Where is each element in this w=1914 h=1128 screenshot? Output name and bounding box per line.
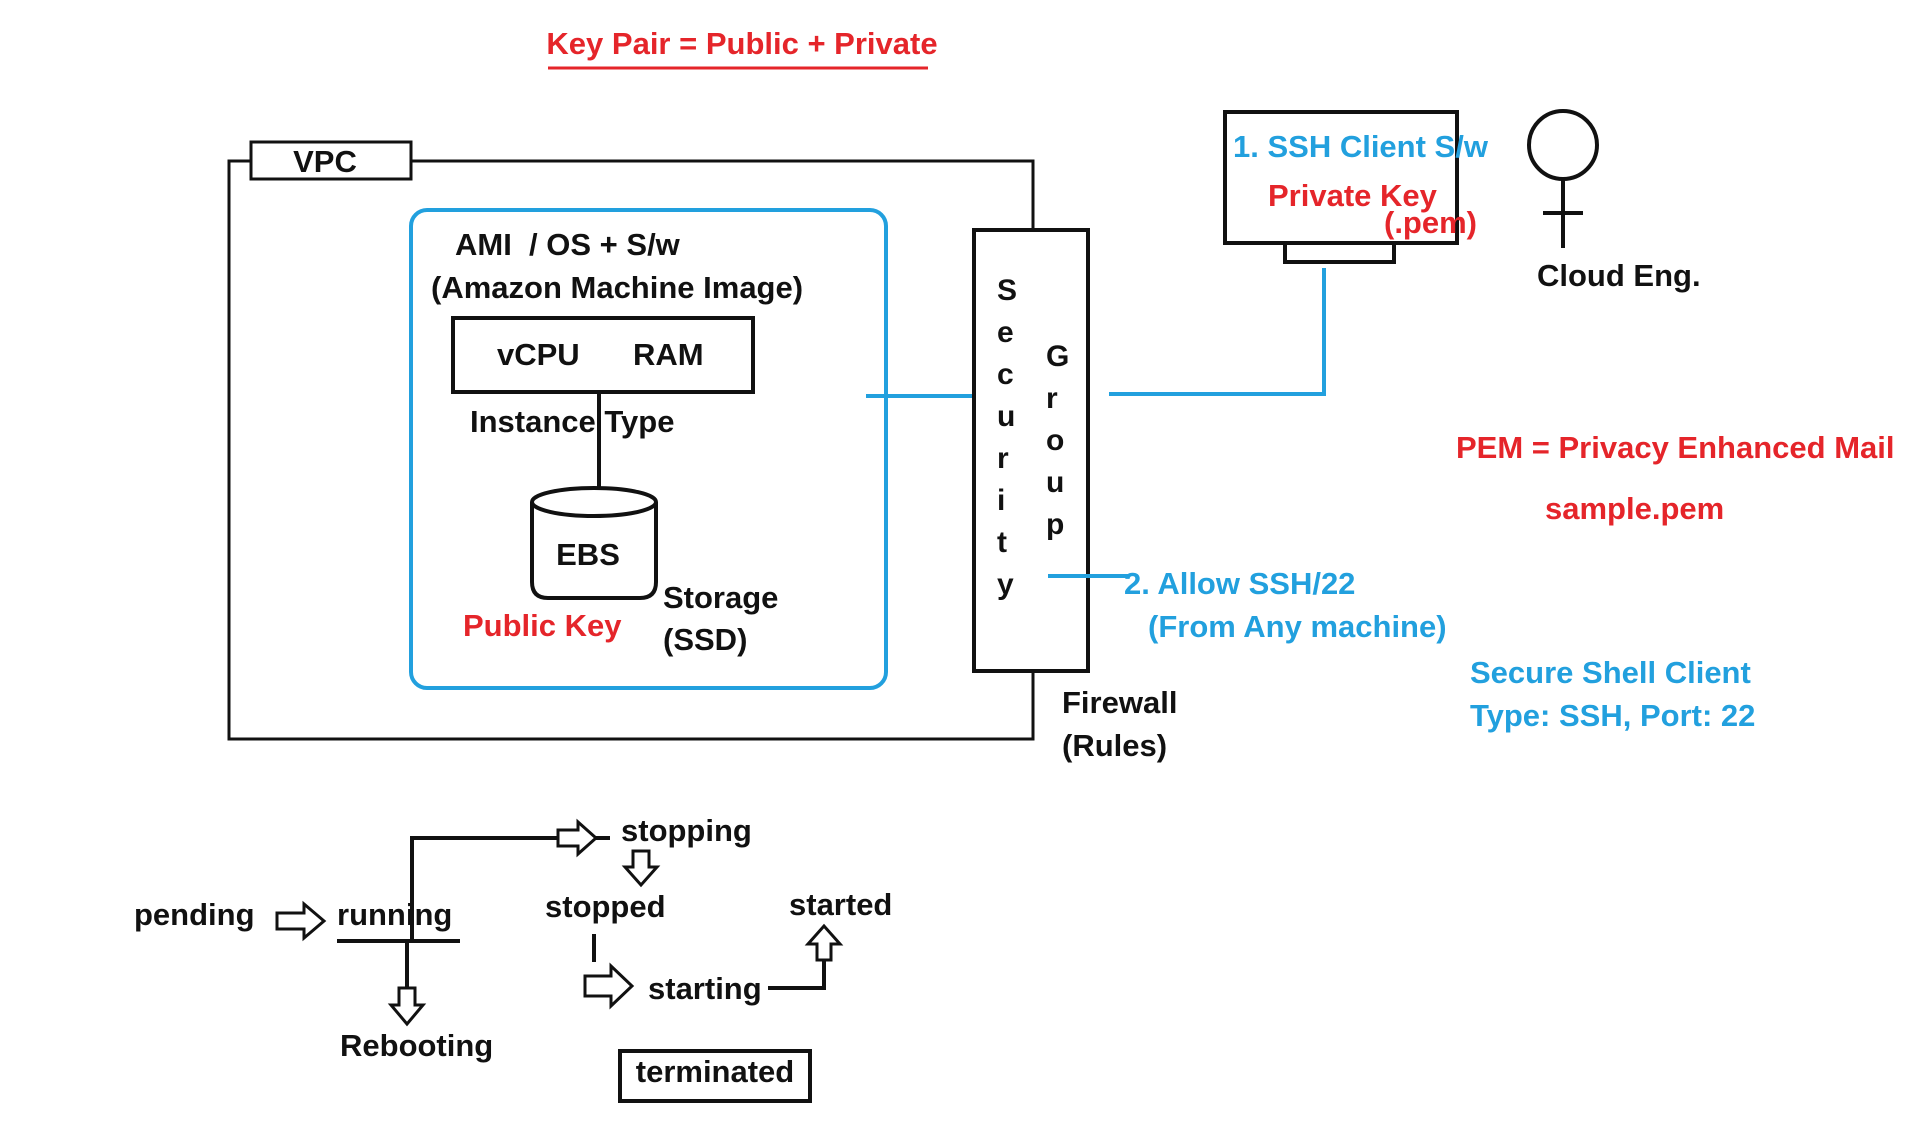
group-letters: G r o u p — [1046, 340, 1069, 541]
sg-letter: u — [997, 400, 1015, 433]
terminated-box — [618, 1049, 812, 1103]
sg-letter: y — [997, 568, 1014, 601]
ami-box — [409, 208, 888, 690]
state-running: running — [337, 897, 452, 932]
ssh-definition: Secure Shell Client — [1470, 655, 1751, 690]
security-letters: S e c u r i t y — [997, 274, 1017, 601]
sg-letter: G — [1046, 340, 1069, 373]
ram-label: RAM — [633, 337, 704, 372]
ebs-label: EBS — [556, 537, 620, 572]
firewall-label: Firewall — [1062, 685, 1177, 720]
arrow-icon — [621, 849, 661, 888]
arrow-icon — [804, 923, 844, 962]
state-stopping: stopping — [621, 813, 752, 848]
rules-label: (Rules) — [1062, 728, 1167, 763]
sg-client-connector — [1109, 268, 1326, 396]
sg-letter: e — [997, 316, 1014, 349]
arrow-icon — [275, 900, 327, 942]
vcpu-label: vCPU — [497, 337, 580, 372]
starting-started-connector — [768, 958, 826, 990]
client-monitor-stand — [1283, 241, 1396, 264]
sg-letter: S — [997, 274, 1017, 307]
ami-title: AMI / OS + S/w — [455, 227, 681, 262]
security-group-box — [972, 228, 1090, 673]
storage-type-label: (SSD) — [663, 622, 747, 657]
ssh-client-label: 1. SSH Client S/w — [1233, 129, 1489, 164]
sg-letter: c — [997, 358, 1014, 391]
sg-letter: r — [997, 442, 1009, 475]
state-rebooting: Rebooting — [340, 1028, 493, 1063]
instance-type-label: Instance Type — [470, 404, 674, 439]
instance-box — [451, 316, 755, 394]
public-key-label: Public Key — [463, 608, 622, 643]
arrow-icon — [387, 986, 427, 1027]
sg-letter: p — [1046, 508, 1064, 541]
state-pending: pending — [134, 897, 255, 932]
person-icon — [1527, 109, 1599, 248]
cloud-eng-label: Cloud Eng. — [1537, 258, 1701, 293]
running-stopping-connector — [410, 836, 560, 941]
sg-letter: r — [1046, 382, 1058, 415]
arrow-icon — [583, 962, 635, 1010]
vpc-label: VPC — [293, 144, 357, 179]
sample-pem: sample.pem — [1545, 491, 1724, 526]
sg-letter: i — [997, 484, 1005, 517]
arrow-icon — [556, 818, 599, 858]
key-pair-title: Key Pair = Public + Private — [546, 26, 937, 61]
state-started: started — [789, 887, 892, 922]
ami-subtitle: (Amazon Machine Image) — [431, 270, 803, 305]
sg-letter: u — [1046, 466, 1064, 499]
state-starting: starting — [648, 971, 762, 1006]
ebs-cylinder — [530, 486, 658, 600]
client-monitor — [1223, 110, 1459, 245]
state-terminated: terminated — [636, 1054, 794, 1089]
allow-ssh-label: 2. Allow SSH/22 — [1124, 566, 1355, 601]
allow-source-label: (From Any machine) — [1148, 609, 1447, 644]
pem-definition: PEM = Privacy Enhanced Mail — [1456, 430, 1894, 465]
vpc-label-box — [249, 140, 413, 181]
sg-letter: o — [1046, 424, 1064, 457]
storage-label: Storage — [663, 580, 778, 615]
sg-letter: t — [997, 526, 1007, 559]
ssh-type-port: Type: SSH, Port: 22 — [1470, 698, 1755, 733]
state-stopped: stopped — [545, 889, 666, 924]
pem-ext-label: (.pem) — [1384, 205, 1477, 240]
private-key-label: Private Key — [1268, 178, 1438, 213]
